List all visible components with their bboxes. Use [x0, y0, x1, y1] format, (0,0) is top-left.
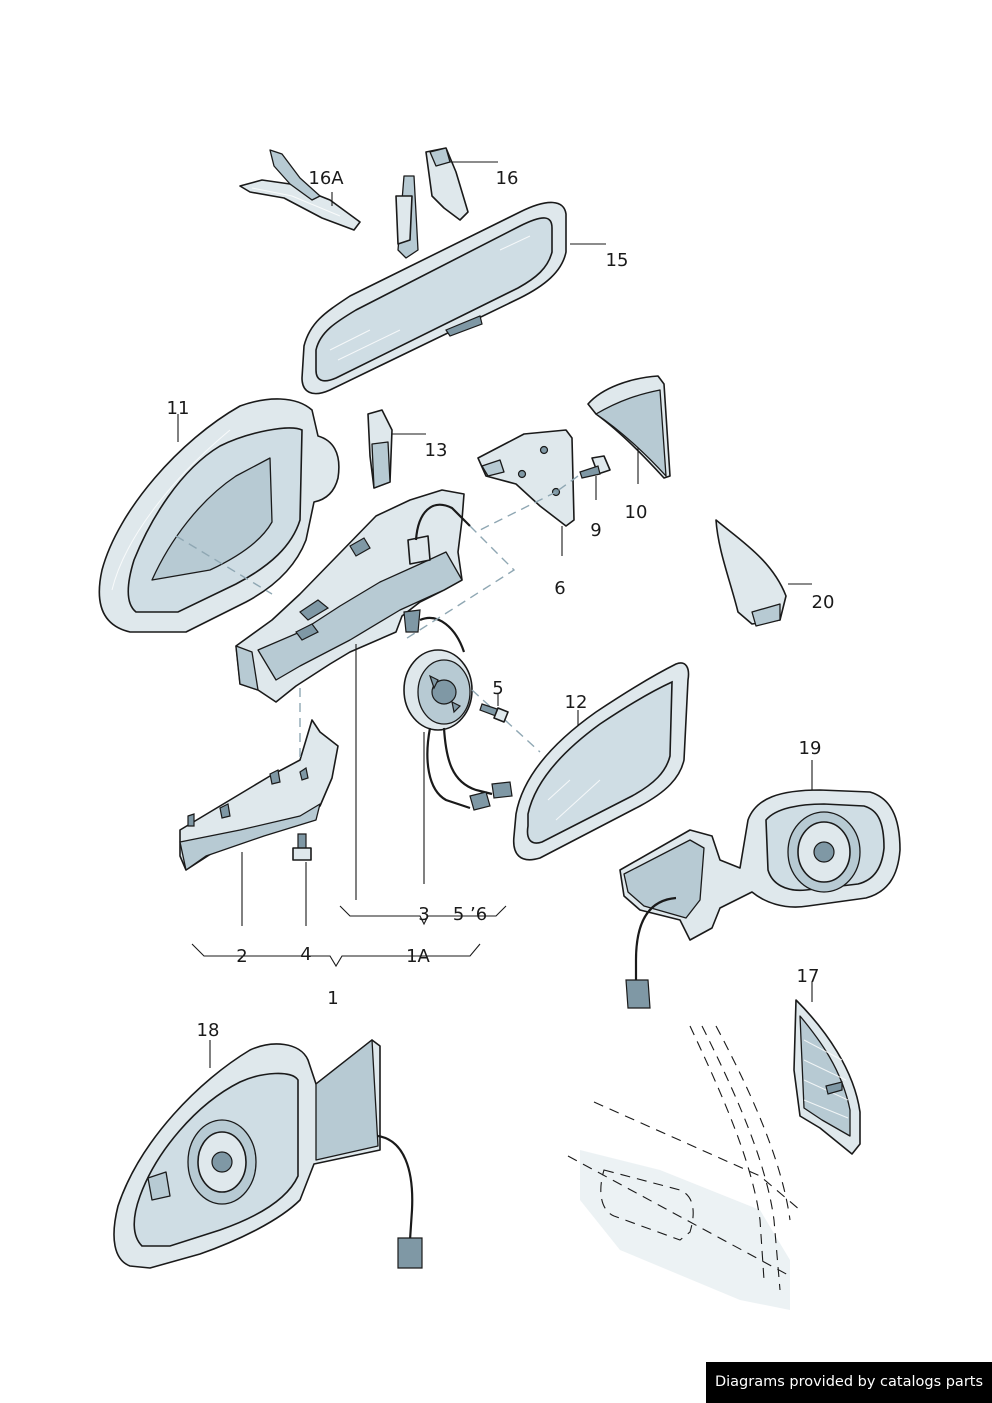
label-5: 5 [492, 678, 503, 699]
part-19-complete-mirror [619, 789, 901, 1009]
label-18: 18 [197, 1020, 220, 1041]
label-1a: 1A [406, 946, 430, 967]
part-20-cover-piece [715, 519, 787, 627]
part-13-small-cover [367, 409, 393, 489]
label-2: 2 [236, 946, 247, 967]
watermark-banner: Diagrams provided by catalogs parts [706, 1362, 992, 1403]
label-6: 6 [554, 578, 565, 599]
part-4-screw [292, 833, 312, 861]
label-20: 20 [812, 592, 835, 613]
bracket-1 [191, 943, 481, 968]
label-9: 9 [590, 520, 601, 541]
part-12-mirror-glass [512, 662, 690, 861]
part-10-triangle-cover [587, 375, 671, 479]
part-18-complete-mirror [113, 1039, 423, 1269]
part-2-lower-cover [179, 688, 339, 871]
label-17: 17 [797, 966, 820, 987]
part-15-interior-mirror [301, 175, 567, 395]
part-16a-trim-strip [239, 149, 361, 231]
label-4: 4 [300, 944, 311, 965]
label-19: 19 [799, 738, 822, 759]
label-15: 15 [606, 250, 629, 271]
label-16a: 16A [308, 168, 344, 189]
label-1: 1 [327, 988, 338, 1009]
bracket-1a [339, 905, 507, 926]
label-12: 12 [565, 692, 588, 713]
label-10: 10 [625, 502, 648, 523]
part-3-actuator [403, 649, 541, 811]
label-5-6: 5 ’6 [453, 904, 487, 925]
part-16-mirror-cover [425, 147, 469, 221]
part-1a-mirror-base [235, 489, 516, 703]
part-5-screw [479, 703, 509, 723]
part-17-inner-cover [793, 999, 861, 1155]
label-11: 11 [167, 398, 190, 419]
part-6-mounting-plate [475, 429, 575, 533]
label-3: 3 [418, 904, 429, 925]
door-outline-sketch [567, 1025, 801, 1310]
label-16: 16 [496, 168, 519, 189]
part-11-housing-cap [98, 398, 340, 633]
label-13: 13 [425, 440, 448, 461]
part-9-screw [555, 455, 611, 493]
